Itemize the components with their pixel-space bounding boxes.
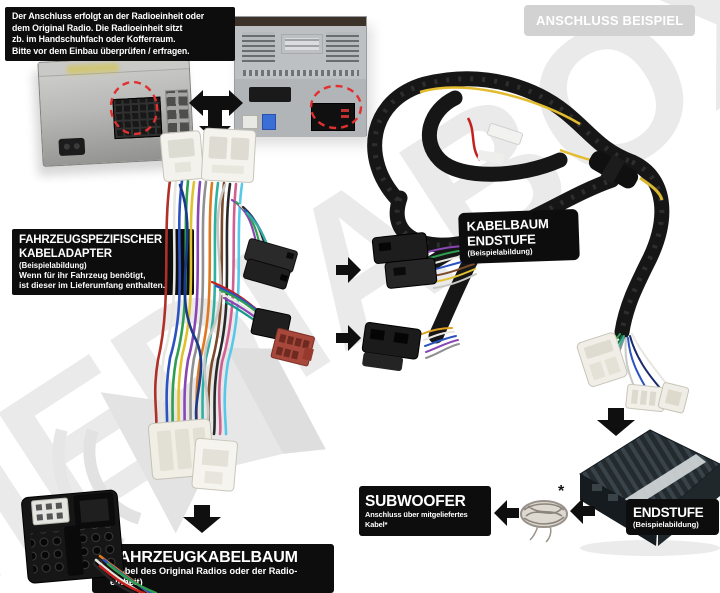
- subwoofer-label-note: Kabel*: [365, 519, 388, 529]
- adapter-bottom-connector-small: [191, 437, 239, 492]
- amp-loom-illustration: [361, 71, 690, 414]
- adapter-top-connector-b: [200, 127, 257, 183]
- adapter-branch-connector-black: [243, 238, 298, 290]
- original-radio-perforation: [243, 70, 359, 76]
- vehicle-harness-label-title: FAHRZEUGKABELBAUM: [110, 549, 298, 566]
- original-radio-blue-connector: [262, 114, 276, 130]
- adapter-label-title: KABELADAPTER: [19, 247, 112, 260]
- adapter-wire-bundle: [153, 178, 244, 436]
- original-radio-slot: [249, 87, 291, 102]
- adapter-label-note: ist dieser im Lieferumfang enthalten.: [19, 280, 166, 290]
- loom-lower-connector-black: [361, 322, 422, 372]
- amplifier-port: [608, 494, 618, 501]
- iso-connector-red: [270, 327, 315, 367]
- fuse-holder: [588, 150, 639, 189]
- amplifier-port: [592, 484, 602, 491]
- subwoofer-label: SUBWOOFER Anschluss über mitgeliefertes …: [359, 486, 491, 536]
- adapter-label-note: Wenn für ihr Fahrzeug benötigt,: [19, 270, 146, 280]
- vehicle-quadlock-connector-image: [21, 489, 125, 584]
- arrow-right-icon: [336, 325, 361, 351]
- info-note-line: Bitte vor dem Einbau überprüfen / erfrag…: [12, 45, 190, 56]
- bidirectional-arrow-icon: [189, 90, 243, 141]
- asterisk-note: *: [558, 483, 565, 500]
- fuse-yellow-wire: [639, 176, 664, 201]
- loom-tape-label: [486, 123, 524, 145]
- radio-info-note: Der Anschluss erfolgt an der Radioeinhei…: [5, 7, 235, 62]
- arrow-down-icon: [597, 408, 635, 436]
- arrow-right-icon: [336, 257, 361, 283]
- vehicle-harness-label-note: (Kabel des Original Radios oder der Radi…: [110, 566, 298, 576]
- amp-loom-texture: [372, 76, 665, 333]
- amplifier-label-subtitle: (Beispielabildung): [633, 520, 699, 529]
- loom-white-connector-small: [657, 382, 690, 414]
- amplifier-label-title: ENDSTUFE: [633, 505, 704, 520]
- info-note-line: Der Anschluss erfolgt an der Radioeinhei…: [12, 11, 205, 21]
- subwoofer-cable-coil: [520, 500, 568, 543]
- example-badge: ANSCHLUSS BEISPIEL: [524, 5, 696, 36]
- arrow-left-icon: [570, 498, 595, 524]
- original-radio-sticker: [281, 34, 323, 54]
- amplifier-shadow: [580, 540, 720, 556]
- adapter-label-subtitle: (Beispielabildung): [19, 261, 87, 270]
- adapter-harness-illustration: [147, 127, 315, 492]
- adapter-label-title: FAHRZEUGSPEZIFISCHER: [19, 234, 162, 246]
- subwoofer-label-note: Anschluss über mitgeliefertes: [365, 510, 468, 519]
- original-radio-vent-left: [242, 32, 275, 62]
- amplifier-label: ENDSTUFE (Beispielabildung): [626, 499, 719, 535]
- subwoofer-label-title: SUBWOOFER: [365, 493, 466, 510]
- original-radio-vent-right: [326, 32, 359, 62]
- original-radio-image: [234, 16, 367, 137]
- adapter-top-connector-a: [159, 130, 205, 182]
- original-radio-white-connector: [242, 115, 258, 129]
- loom-white-connector-big: [576, 332, 628, 387]
- loom-upper-connector-black: [371, 232, 438, 289]
- info-note-line: zb. im Handschuhfach oder Kofferraum.: [12, 34, 176, 45]
- loom-yellow-wire: [419, 86, 581, 126]
- loom-tape-label: [477, 150, 505, 164]
- original-radio-top-edge: [235, 17, 366, 26]
- arrow-left-icon: [494, 500, 519, 526]
- vehicle-harness-label: FAHRZEUGKABELBAUM (Kabel des Original Ra…: [92, 544, 334, 593]
- adapter-label: FAHRZEUGSPEZIFISCHER KABELADAPTER (Beisp…: [12, 229, 194, 295]
- loom-white-connector-mid: [625, 383, 666, 413]
- arrow-down-icon: [183, 505, 221, 533]
- info-note-line: dem Original Radio. Die Radioeinheit sit…: [12, 22, 183, 33]
- highlight-circle-original-radio: [309, 84, 363, 130]
- vehicle-harness-wires: [92, 554, 158, 593]
- loom-lower-wire-fan: [421, 327, 460, 359]
